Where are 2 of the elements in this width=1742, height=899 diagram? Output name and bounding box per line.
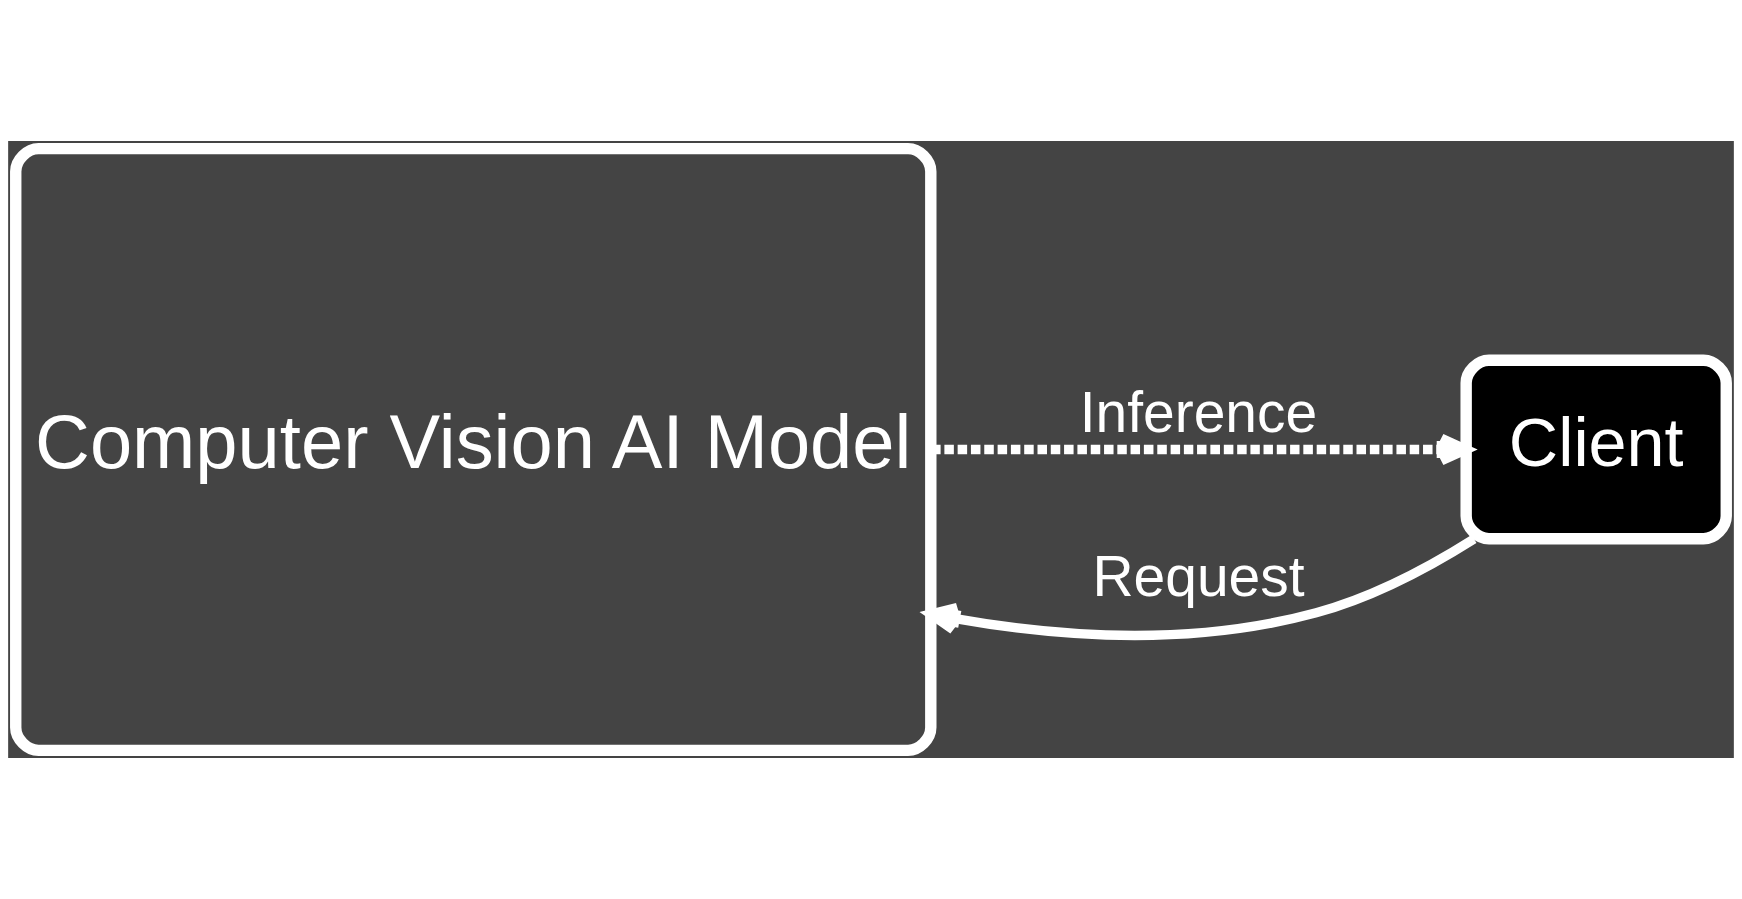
edge-label: Inference: [1079, 380, 1318, 445]
edge-label: Request: [1092, 543, 1305, 608]
